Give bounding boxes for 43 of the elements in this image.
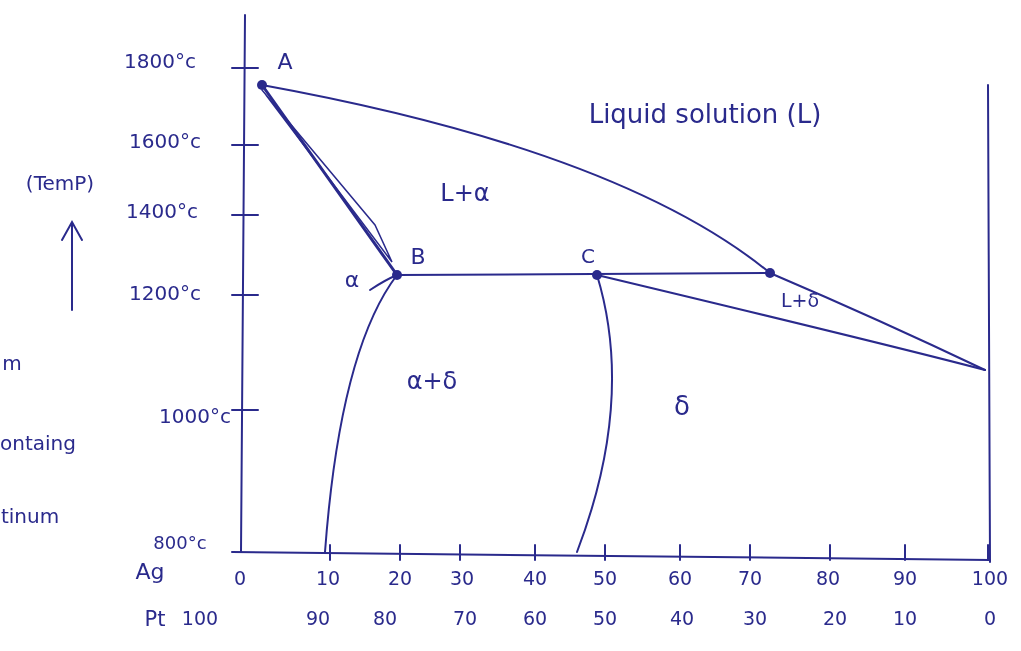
axis-title: (TemP) xyxy=(25,172,95,194)
axis-tick-label: 1400°c xyxy=(126,200,198,222)
point-label: A xyxy=(277,50,293,75)
axis-tick-label: 1600°c xyxy=(129,130,201,152)
point-label: C xyxy=(581,245,595,267)
axis-tick-label: 0 xyxy=(233,568,247,589)
note-text: ontaing xyxy=(0,432,76,454)
axis-tick-label: 80 xyxy=(815,568,841,589)
axis-tick-label: 80 xyxy=(372,608,398,629)
phase-label: Liquid solution (L) xyxy=(588,100,822,129)
axis-title: Pt xyxy=(144,608,166,632)
axis-tick-label: 10 xyxy=(315,568,341,589)
axis-tick-label: 20 xyxy=(822,608,848,629)
axis-tick-label: 70 xyxy=(737,568,763,589)
axis-tick-label: 1000°c xyxy=(159,405,231,427)
axis-tick-label: 100 xyxy=(181,608,219,629)
axis-tick-label: 1200°c xyxy=(129,282,201,304)
axis-title: Ag xyxy=(135,560,165,585)
axis-tick-label: 50 xyxy=(592,568,618,589)
axis-tick-label: 60 xyxy=(522,608,548,629)
axis-tick-label: 100 xyxy=(971,568,1009,589)
phase-label: L+δ xyxy=(780,290,820,311)
axis-tick-label: 40 xyxy=(522,568,548,589)
note-text: m xyxy=(2,352,22,374)
axis-tick-label: 10 xyxy=(892,608,918,629)
axis-tick-label: 30 xyxy=(449,568,475,589)
axis-tick-label: 90 xyxy=(305,608,331,629)
axis-tick-label: 70 xyxy=(452,608,478,629)
axis-tick-label: 20 xyxy=(387,568,413,589)
axis-tick-label: 0 xyxy=(983,608,997,629)
point-label: B xyxy=(410,245,426,270)
phase-label: α+δ xyxy=(406,368,458,395)
phase-label: L+α xyxy=(440,180,490,207)
axis-tick-label: 1800°c xyxy=(124,50,196,72)
phase-label: α xyxy=(344,268,360,293)
phase-label: δ xyxy=(674,392,690,421)
axis-tick-label: 90 xyxy=(892,568,918,589)
axis-tick-label: 40 xyxy=(669,608,695,629)
axis-tick-label: 60 xyxy=(667,568,693,589)
axis-tick-label: 30 xyxy=(742,608,768,629)
axis-tick-label: 800°c xyxy=(153,533,207,553)
axis-tick-label: 50 xyxy=(592,608,618,629)
note-text: tinum xyxy=(0,505,60,527)
